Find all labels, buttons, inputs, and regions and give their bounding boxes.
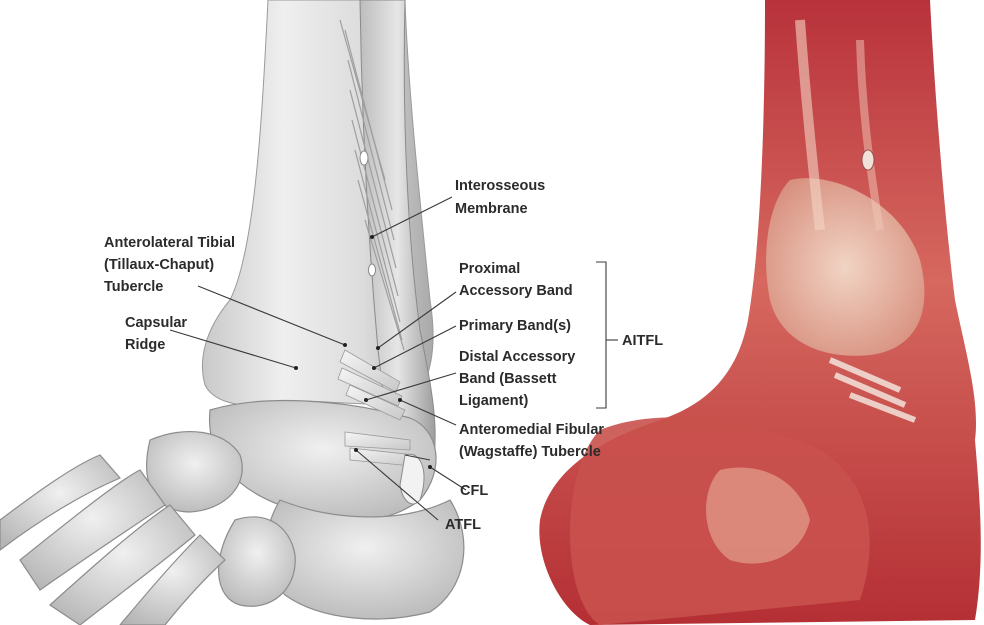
label-tillaux-line1: Anterolateral Tibial: [104, 235, 235, 251]
label-wagstaffe-line2: (Wagstaffe) Tubercle: [459, 444, 601, 460]
label-distal-line1: Distal Accessory: [459, 349, 575, 365]
label-proximal-line1: Proximal: [459, 261, 520, 277]
label-tillaux-line3: Tubercle: [104, 279, 163, 295]
cuboid: [219, 517, 296, 606]
label-wagstaffe-line1: Anteromedial Fibular: [459, 422, 604, 438]
label-atfl: ATFL: [445, 517, 481, 533]
label-distal-line3: Ligament): [459, 393, 528, 409]
label-aitfl: AITFL: [622, 333, 663, 349]
label-tillaux-line2: (Tillaux-Chaput): [104, 257, 214, 273]
label-interosseous-line1: Interosseous: [455, 178, 545, 194]
label-interosseous-line2: Membrane: [455, 201, 528, 217]
calcaneus: [266, 500, 464, 619]
label-distal-line2: Band (Bassett: [459, 371, 557, 387]
label-cfl: CFL: [460, 483, 488, 499]
label-proximal-line2: Accessory Band: [459, 283, 573, 299]
label-capsular-line2: Ridge: [125, 337, 165, 353]
illustration-panel: [0, 0, 464, 625]
label-capsular-line1: Capsular: [125, 315, 187, 331]
label-primary-band: Primary Band(s): [459, 318, 571, 334]
